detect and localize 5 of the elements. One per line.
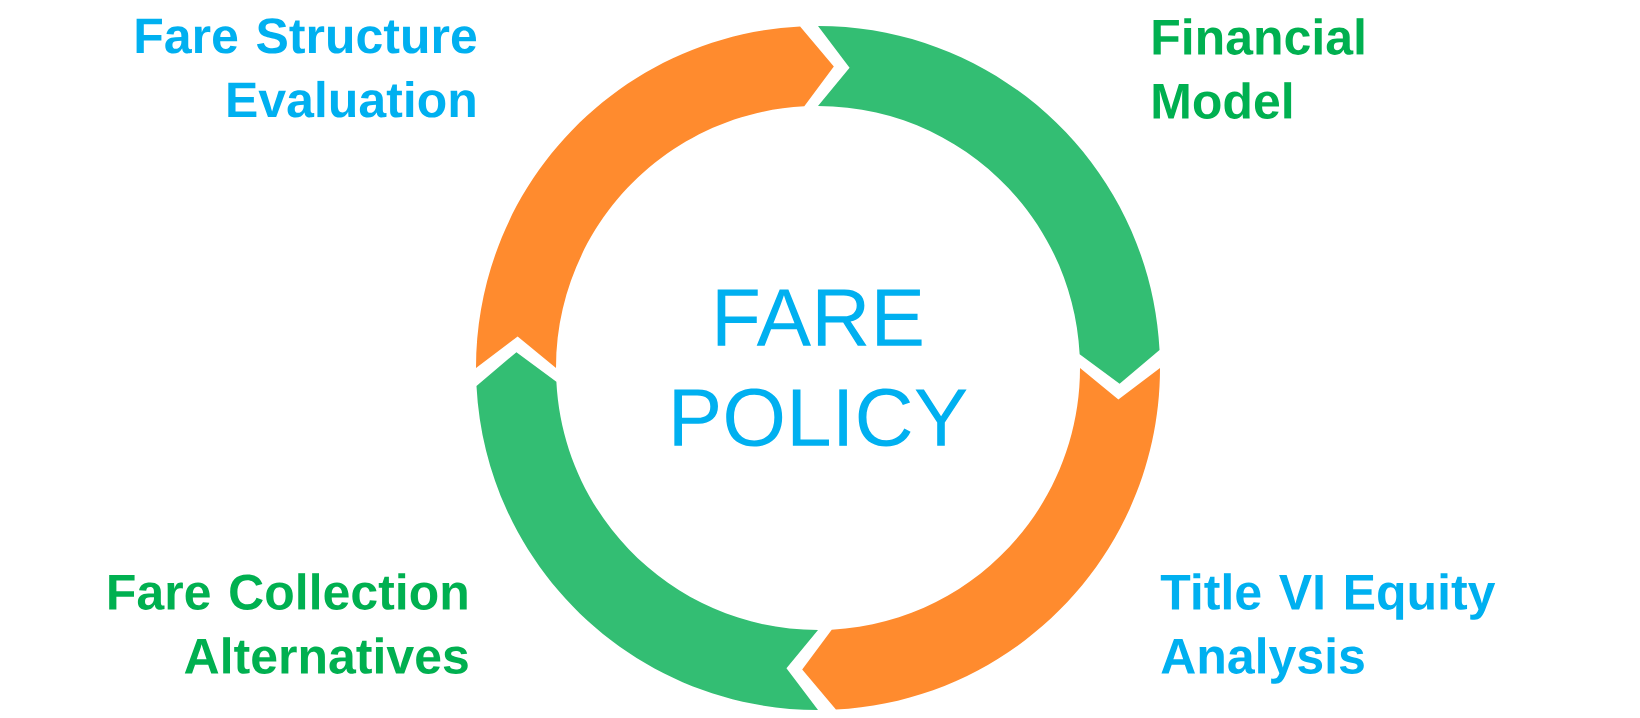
step-label: Fare Structure Evaluation [136,18,477,118]
step-label: Fare Collection Alternatives [109,573,468,674]
center-title: FARE POLICY [674,289,967,447]
step-label: Financial Model [1153,18,1364,119]
step-label: Title VI Equity Analysis [1160,573,1496,684]
